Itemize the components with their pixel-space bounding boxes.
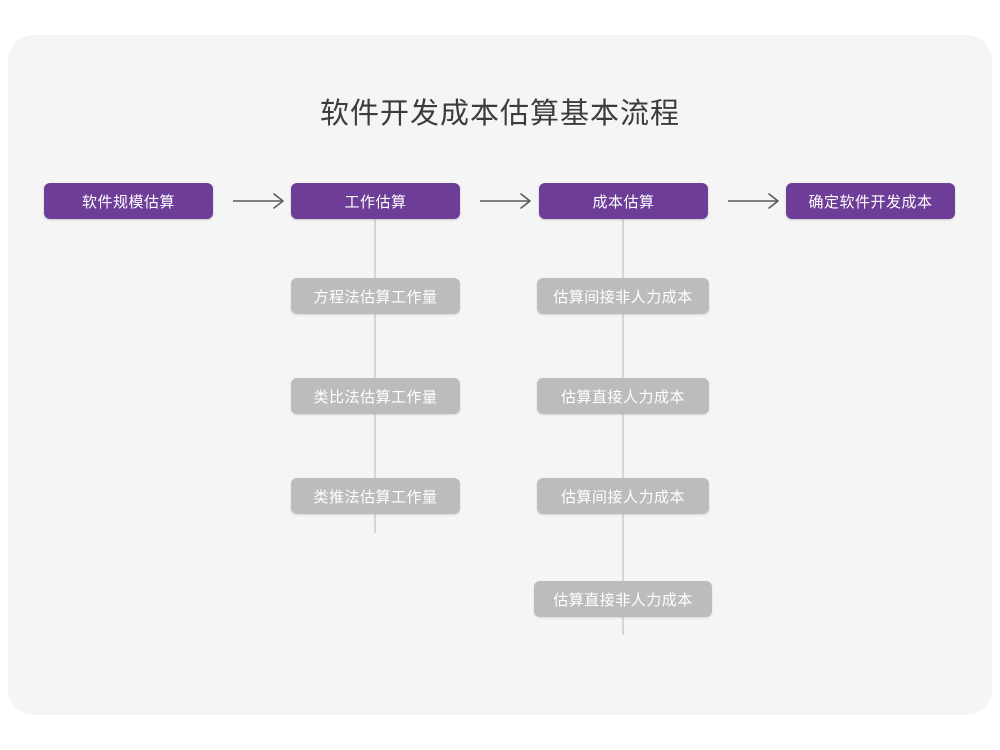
connector-line-stage-3: [622, 218, 624, 635]
stage-3-child-node-2-label: 估算直接人力成本: [560, 387, 685, 406]
arrow-connector-1: [231, 188, 291, 214]
stage-2-child-node-3[interactable]: 类推法估算工作量: [291, 478, 460, 514]
stage-3-child-node-3-label: 估算间接人力成本: [560, 487, 685, 506]
stage-node-3-label: 成本估算: [592, 192, 655, 211]
stage-node-4-label: 确定软件开发成本: [808, 192, 933, 211]
stage-2-child-node-2-label: 类比法估算工作量: [313, 387, 438, 406]
stage-3-child-node-1[interactable]: 估算间接非人力成本: [537, 278, 709, 314]
stage-node-4[interactable]: 确定软件开发成本: [786, 183, 955, 219]
arrow-connector-3: [726, 188, 786, 214]
stage-node-1[interactable]: 软件规模估算: [44, 183, 213, 219]
stage-3-child-node-4-label: 估算直接非人力成本: [553, 590, 693, 609]
stage-node-1-label: 软件规模估算: [81, 192, 175, 211]
arrow-right-icon: [728, 193, 779, 209]
stage-2-child-node-1[interactable]: 方程法估算工作量: [291, 278, 460, 314]
arrow-right-icon: [480, 193, 531, 209]
diagram-card: 软件开发成本估算基本流程 软件规模估算 工作估算 成本估算 确定软件开发成本: [8, 35, 992, 715]
stage-node-2-label: 工作估算: [344, 192, 407, 211]
arrow-connector-2: [478, 188, 538, 214]
stage-3-child-node-1-label: 估算间接非人力成本: [553, 287, 693, 306]
stage-node-3[interactable]: 成本估算: [539, 183, 708, 219]
stage-2-child-node-3-label: 类推法估算工作量: [313, 487, 438, 506]
page-title: 软件开发成本估算基本流程: [319, 96, 680, 130]
stage-3-child-node-2[interactable]: 估算直接人力成本: [537, 378, 709, 414]
stage-node-2[interactable]: 工作估算: [291, 183, 460, 219]
stage-3-child-node-3[interactable]: 估算间接人力成本: [537, 478, 709, 514]
stage-2-child-node-2[interactable]: 类比法估算工作量: [291, 378, 460, 414]
stage-2-child-node-1-label: 方程法估算工作量: [313, 287, 438, 306]
connector-line-stage-2: [374, 218, 376, 533]
stage-3-child-node-4[interactable]: 估算直接非人力成本: [534, 581, 712, 617]
arrow-right-icon: [233, 193, 284, 209]
